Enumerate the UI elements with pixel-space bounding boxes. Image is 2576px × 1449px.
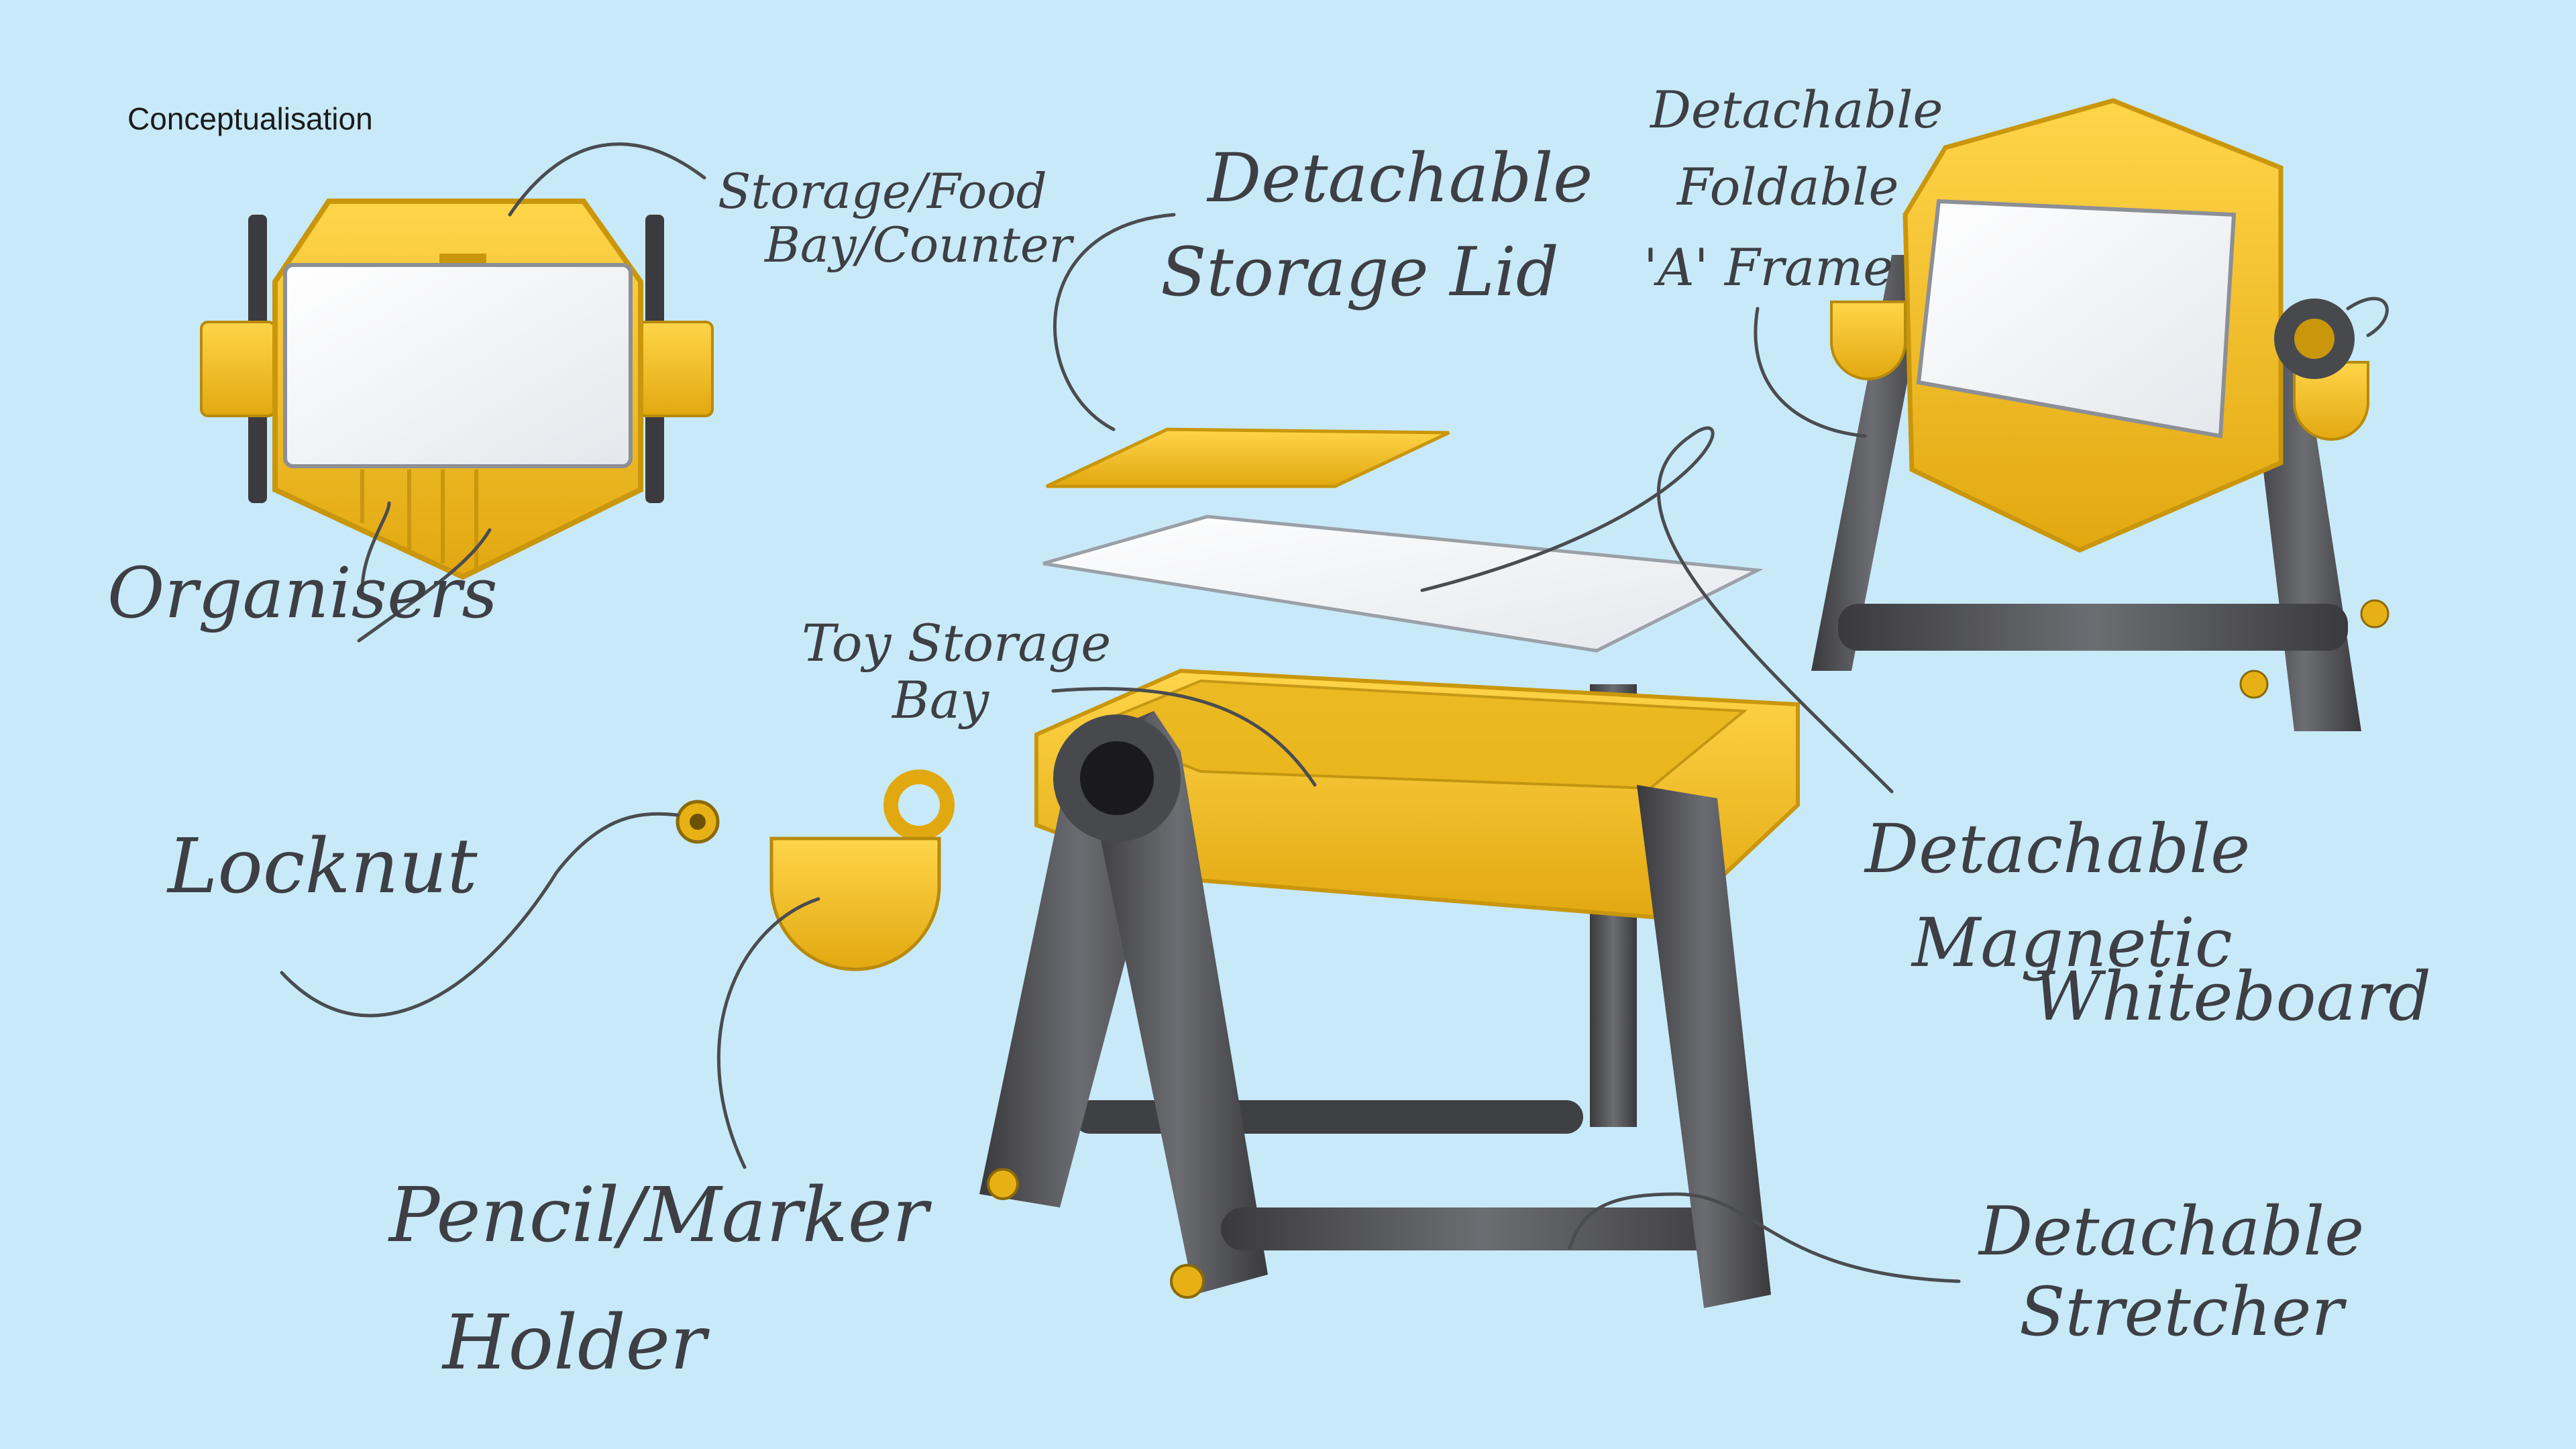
- arrow-whiteboard: [1420, 426, 1894, 794]
- arrow-lid: [1053, 213, 1176, 431]
- a-frame-right-leg: [1087, 711, 1268, 1295]
- label-storage-lid-1: Detachable: [1206, 139, 1593, 217]
- locknut: [676, 800, 720, 844]
- arrow-pencil: [716, 897, 820, 1169]
- label-aframe-2: Foldable: [1676, 157, 1899, 217]
- label-aframe-1: Detachable: [1649, 80, 1943, 140]
- label-whiteboard-2: Magnetic: [1911, 904, 2233, 982]
- label-storage-food-1: Storage/Food: [718, 163, 1047, 219]
- arrow-locknut: [280, 812, 680, 1018]
- assembled-easel: [1811, 98, 2390, 731]
- magnetic-whiteboard: [1042, 515, 1764, 653]
- label-whiteboard-3: Whiteboard: [2033, 957, 2431, 1036]
- label-storage-lid-2: Storage Lid: [1161, 233, 1559, 311]
- label-stretcher-2: Stretcher: [2019, 1273, 2347, 1351]
- front-view-easel: [200, 199, 714, 580]
- pencil-marker-holder: [769, 769, 955, 971]
- right-holder-cup: [637, 321, 714, 417]
- arrow-storage: [508, 142, 706, 217]
- label-storage-food-2: Bay/Counter: [763, 217, 1074, 273]
- label-stretcher-1: Detachable: [1978, 1192, 2364, 1271]
- label-pencil-holder-2: Holder: [441, 1299, 710, 1387]
- main-easel: [979, 668, 1800, 1308]
- label-aframe-3: 'A' Frame: [1644, 237, 1893, 297]
- label-toy-storage-1: Toy Storage: [802, 613, 1111, 673]
- arrow-aframe: [1754, 307, 1867, 438]
- label-toy-storage-2: Bay: [891, 670, 989, 730]
- label-locknut: Locknut: [166, 823, 478, 910]
- whiteboard-panel: [283, 263, 633, 468]
- arrow-toy-storage: [1051, 687, 1317, 787]
- page-title: Conceptualisation: [127, 101, 373, 136]
- label-pencil-holder-1: Pencil/Marker: [388, 1172, 932, 1259]
- stretcher-bar: [1221, 1208, 1744, 1250]
- left-holder-cup: [200, 321, 276, 417]
- storage-lid: [1045, 427, 1450, 488]
- arrow-organisers: [357, 528, 492, 643]
- label-organisers: Organisers: [107, 552, 498, 634]
- arrow-stretcher: [1568, 1192, 1961, 1283]
- label-whiteboard-1: Detachable: [1864, 810, 2250, 888]
